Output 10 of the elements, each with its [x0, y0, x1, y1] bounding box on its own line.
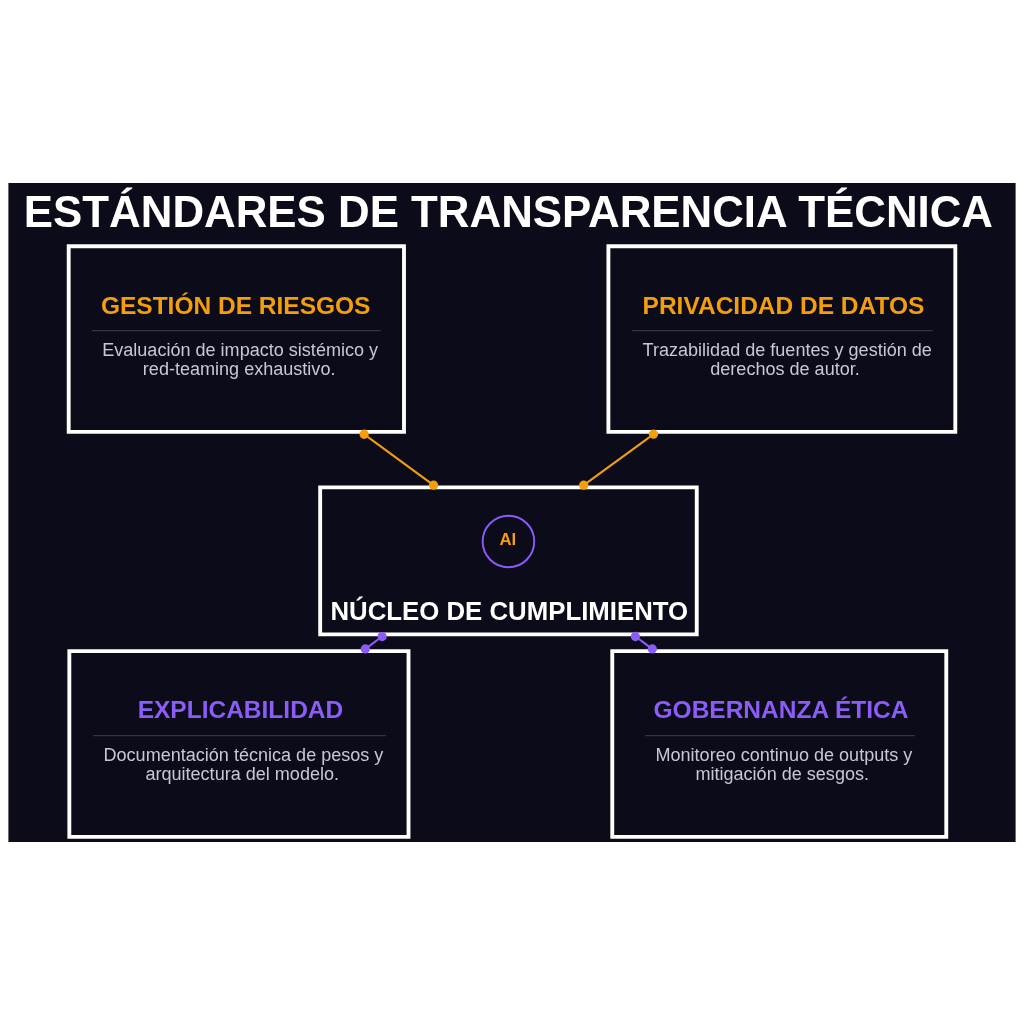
node-box: GESTIÓN DE RIESGOS Evaluación de impacto sistémico y red-teaming exhaustivo. [66, 243, 406, 434]
connector [359, 429, 439, 490]
node-box: GOBERNANZA ÉTICA Monitoreo continuo de outputs y mitigación de sesgos. [610, 648, 949, 839]
node-circle: AI [481, 514, 536, 568]
connector [360, 631, 387, 654]
diagram-title: ESTÁNDARES DE TRANSPARENCIA TÉCNICA [23, 186, 994, 236]
connector [579, 429, 659, 490]
connector [630, 631, 657, 654]
node-box: PRIVACIDAD DE DATOS Trazabilidad de fuentes y gestión de derechos de autor. [606, 243, 958, 434]
node-box: EXPLICABILIDAD Documentación técnica de pesos y arquitectura del modelo. [67, 648, 411, 839]
